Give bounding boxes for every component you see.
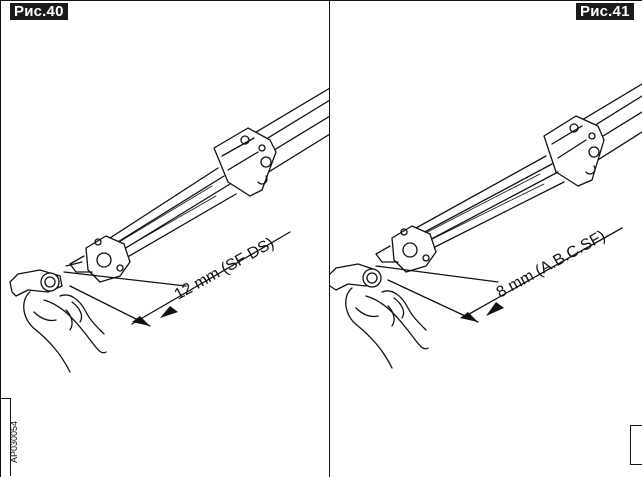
figure-label-41: Рис.41: [576, 3, 634, 20]
figure-panel-40: Рис.40: [0, 3, 330, 476]
document-code-box: [0, 398, 11, 476]
actuator-illustration-40: 12 mm (SF DS): [9, 87, 330, 373]
corner-mark: [630, 425, 642, 465]
document-code: AP030054: [9, 420, 19, 464]
panel-divider: [329, 0, 330, 477]
actuator-illustration-41: 8 mm (A.B.C.SF): [330, 83, 642, 369]
frame-left-line: [0, 0, 1, 477]
frame-top-line: [0, 0, 642, 1]
dimension-label-41: 8 mm (A.B.C.SF): [494, 228, 609, 302]
figure-label-40: Рис.40: [10, 3, 68, 20]
figure-panel-41: Рис.41: [330, 0, 642, 477]
dimension-label-40: 12 mm (SF DS): [172, 235, 277, 304]
